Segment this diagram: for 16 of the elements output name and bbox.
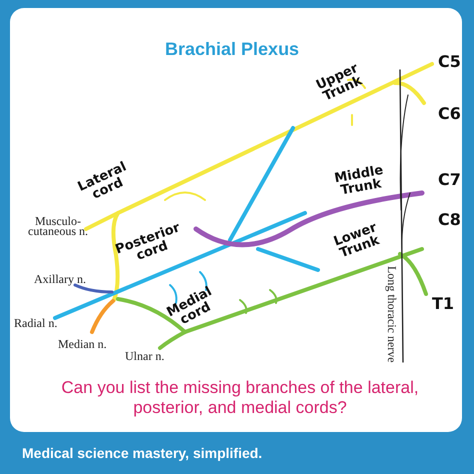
root-label: C5 [438,54,461,70]
diagram-title: Brachial Plexus [165,40,300,58]
segment-label: Lower Trunk [330,219,383,263]
nerve-label: Median n. [58,338,107,350]
nerve-label: Long thoracic nerve [386,266,398,363]
segment-label: Middle Trunk [332,163,386,199]
nerve-label: Musculo- cutaneous n. [28,217,88,236]
nerve-label: Ulnar n. [125,350,164,362]
nerve-label: Axillary n. [34,273,86,285]
nerve-label: Radial n. [14,317,58,329]
root-label: C7 [438,172,461,188]
root-label: C8 [438,212,461,228]
question-text: Can you list the missing branches of the lateral, posterior, and medial cords? [60,378,420,419]
root-label: C6 [438,106,461,122]
footer-text: Medical science mastery, simplified. [22,446,262,460]
root-label: T1 [432,296,454,312]
